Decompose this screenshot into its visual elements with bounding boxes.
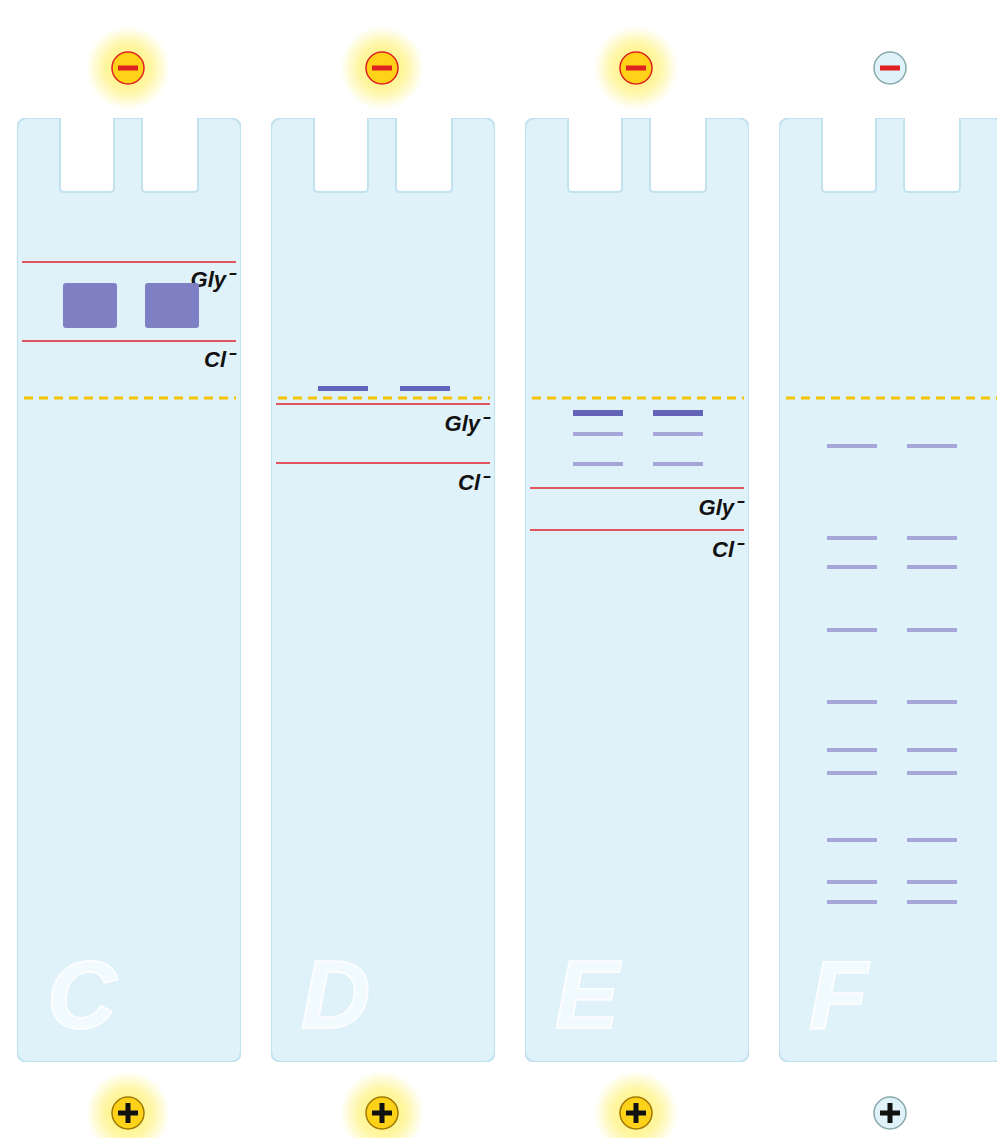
ion-label: Cl⁻ — [712, 533, 741, 563]
ion-label: Cl⁻ — [458, 466, 487, 496]
gel-outline — [779, 118, 997, 1062]
gel-panel: F — [779, 118, 997, 1062]
electrode-symbols — [86, 26, 906, 1138]
gel-panel: Gly⁻ Cl⁻ D — [271, 118, 495, 1062]
gel-outline — [17, 118, 241, 1062]
gel-boundary — [24, 397, 997, 400]
ion-label: Cl⁻ — [204, 343, 233, 373]
panel-letter: F — [809, 940, 868, 1050]
panel-letter: C — [47, 940, 116, 1050]
gel-outline — [525, 118, 749, 1062]
ion-label: Gly⁻ — [445, 407, 487, 437]
gel-outline — [271, 118, 495, 1062]
ion-label: Gly⁻ — [191, 263, 233, 293]
gel-panel: Gly⁻ Cl⁻ C — [17, 118, 241, 1062]
ion-label: Gly⁻ — [699, 491, 741, 521]
protein-bands — [63, 283, 957, 904]
gel-panel: Gly⁻ Cl⁻ E — [525, 118, 749, 1062]
panel-letter: D — [301, 940, 370, 1050]
panel-letter: E — [555, 940, 619, 1050]
ion-front-lines — [22, 262, 744, 530]
